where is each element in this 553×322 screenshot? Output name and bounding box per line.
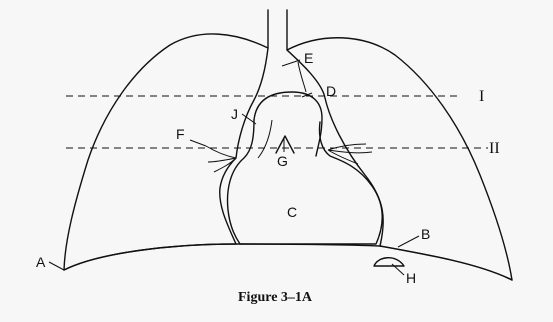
label-f: F [176,126,185,142]
figure-caption: Figure 3–1A [238,290,313,305]
label-e: E [304,50,313,66]
label-g: G [277,153,288,169]
plane-label-two: II [489,140,500,157]
label-c: C [287,204,297,220]
label-d: D [326,83,336,99]
label-h: H [406,270,416,286]
label-a: A [36,254,46,270]
label-j: J [231,106,238,122]
plane-label-one: I [479,88,484,105]
label-b: B [421,226,430,242]
